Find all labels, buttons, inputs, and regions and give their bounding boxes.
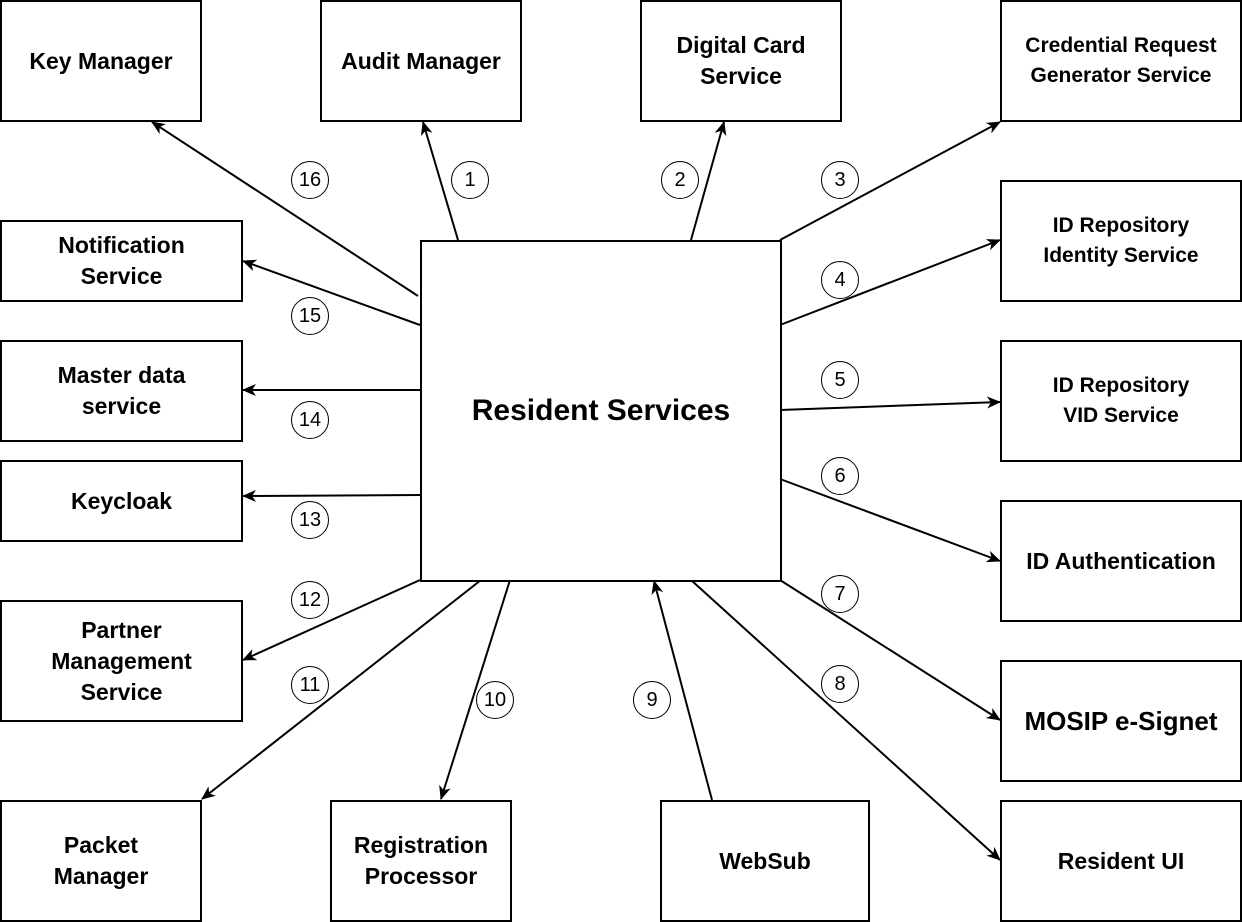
edge-label-9: 9 <box>633 681 671 719</box>
id-authentication-box: ID Authentication <box>1000 500 1242 622</box>
edge-16-arrow <box>151 121 419 297</box>
websub-label: WebSub <box>719 847 811 874</box>
edge-7-arrow <box>779 579 1001 721</box>
notification-service-box: Notification Service <box>0 220 243 302</box>
mosip-esignet-label: MOSIP e-Signet <box>1024 705 1218 736</box>
notification-service-label: Notification Service <box>58 232 185 289</box>
edge-6-arrow <box>779 478 1001 563</box>
edge-label-10: 10 <box>476 681 514 719</box>
edge-1-arrow <box>420 121 459 241</box>
edge-label-7: 7 <box>821 575 859 613</box>
id-repository-identity-label: ID Repository Identity Service <box>1043 214 1199 267</box>
edge-label-3: 3 <box>821 161 859 199</box>
keycloak-box: Keycloak <box>0 460 243 542</box>
mosip-esignet-box: MOSIP e-Signet <box>1000 660 1242 782</box>
key-manager-label: Key Manager <box>29 47 173 74</box>
edge-13-arrow <box>242 489 421 502</box>
keycloak-label: Keycloak <box>70 487 172 514</box>
digital-card-service-label: Digital Card Service <box>676 32 806 89</box>
edge-9-arrow <box>651 580 713 801</box>
resident-ui-label: Resident UI <box>1057 847 1185 874</box>
partner-management-service-label: Partner Management Service <box>51 616 192 705</box>
digital-card-service-box: Digital Card Service <box>640 0 842 122</box>
edge-10-arrow <box>439 579 511 800</box>
id-authentication-label: ID Authentication <box>1026 547 1216 574</box>
credential-request-generator-box: Credential Request Generator Service <box>1000 0 1242 122</box>
registration-processor-label: Registration Processor <box>353 832 489 889</box>
packet-manager-box: Packet Manager <box>0 800 202 922</box>
partner-management-service-box: Partner Management Service <box>0 600 243 722</box>
packet-manager-label: Packet Manager <box>53 832 149 889</box>
registration-processor-box: Registration Processor <box>330 800 512 922</box>
edge-2-arrow <box>690 121 727 241</box>
id-repository-vid-box: ID Repository VID Service <box>1000 340 1242 462</box>
master-data-service-label: Master data service <box>57 362 186 419</box>
edge-label-14: 14 <box>291 401 329 439</box>
edge-label-15: 15 <box>291 297 329 335</box>
resident-services-label: Resident Services <box>471 394 731 427</box>
resident-services-box: Resident Services <box>420 240 782 582</box>
edge-3-arrow <box>779 121 1001 241</box>
edge-label-6: 6 <box>821 457 859 495</box>
edge-12-arrow <box>242 579 421 661</box>
edge-5-arrow <box>779 396 1001 411</box>
id-repository-identity-box: ID Repository Identity Service <box>1000 180 1242 302</box>
edge-label-12: 12 <box>291 581 329 619</box>
resident-ui-box: Resident UI <box>1000 800 1242 922</box>
edge-11-arrow <box>201 579 482 800</box>
edge-label-16: 16 <box>291 161 329 199</box>
edge-label-1: 1 <box>451 161 489 199</box>
edge-label-5: 5 <box>821 361 859 399</box>
edge-15-arrow <box>242 259 421 326</box>
edge-8-arrow <box>690 579 1001 861</box>
master-data-service-box: Master data service <box>0 340 243 442</box>
audit-manager-label: Audit Manager <box>341 47 501 74</box>
credential-request-generator-label: Credential Request Generator Service <box>1025 34 1217 87</box>
edge-label-8: 8 <box>821 665 859 703</box>
edge-label-4: 4 <box>821 261 859 299</box>
edge-4-arrow <box>779 239 1001 326</box>
id-repository-vid-label: ID Repository VID Service <box>1052 374 1190 427</box>
audit-manager-box: Audit Manager <box>320 0 522 122</box>
edge-label-13: 13 <box>291 501 329 539</box>
websub-box: WebSub <box>660 800 870 922</box>
edge-label-2: 2 <box>661 161 699 199</box>
key-manager-box: Key Manager <box>0 0 202 122</box>
edge-label-11: 11 <box>291 666 329 704</box>
